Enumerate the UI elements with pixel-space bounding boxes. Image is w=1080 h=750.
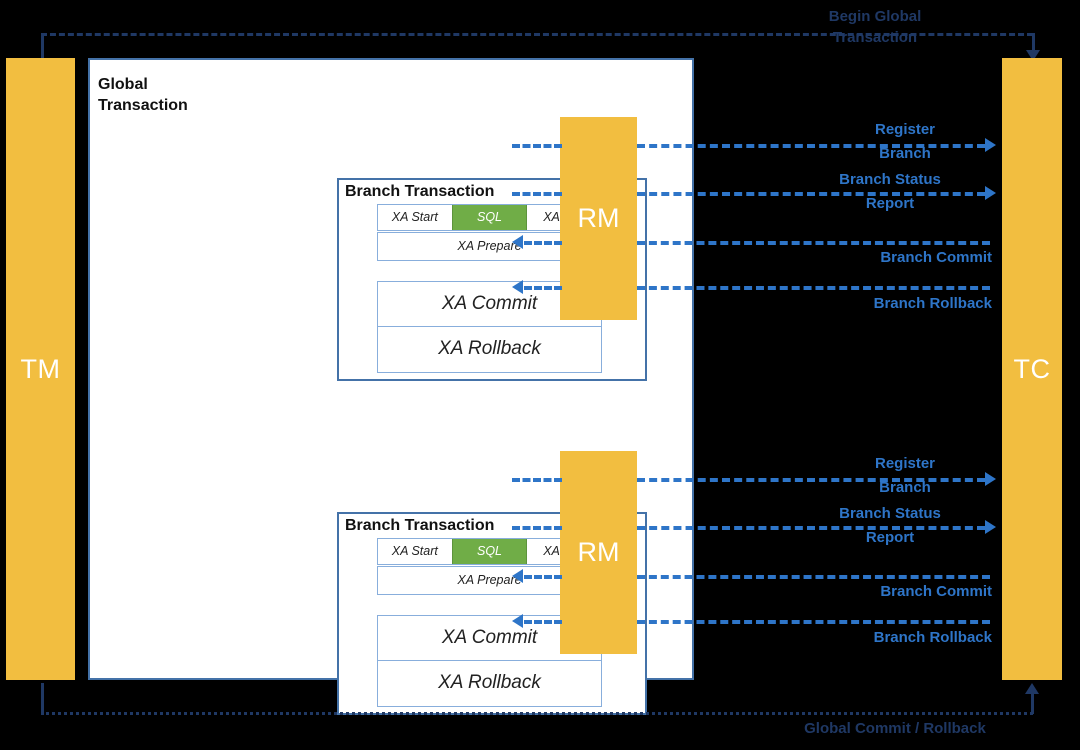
begin-global-transaction-line bbox=[41, 33, 1033, 36]
branch-2-status-arrow-icon bbox=[985, 520, 996, 534]
begin-line-stub-left bbox=[41, 33, 44, 61]
branch-1-rollback-arrow-icon bbox=[512, 280, 523, 294]
branch-2-rollback-line-left bbox=[524, 620, 562, 624]
branch-transaction-1-title: Branch Transaction bbox=[345, 183, 495, 200]
branch-1-commit-line-left bbox=[524, 241, 562, 245]
actor-rm-2[interactable]: RM bbox=[560, 451, 637, 654]
branch-1-rollback-line-left bbox=[524, 286, 562, 290]
branch-1-rollback-line-right bbox=[637, 286, 990, 290]
branch-2-commit-line-left bbox=[524, 575, 562, 579]
branch-2-rollback-arrow-icon bbox=[512, 614, 523, 628]
branch-2-commit-arrow-icon bbox=[512, 569, 523, 583]
begin-line-arrow-icon bbox=[1026, 50, 1040, 61]
branch-1-commit-arrow-icon bbox=[512, 235, 523, 249]
branch-2-register-line-right bbox=[637, 478, 985, 482]
branch-2-xa-rollback: XA Rollback bbox=[377, 660, 602, 707]
branch-2-xa-start: XA Start bbox=[378, 539, 452, 564]
actor-rm-1[interactable]: RM bbox=[560, 117, 637, 320]
actor-tc[interactable]: TC bbox=[1002, 58, 1062, 680]
branch-1-rollback-label: Branch Rollback bbox=[873, 295, 992, 312]
branch-2-status-label: Branch Status Report bbox=[839, 505, 941, 546]
branch-2-commit-label: Branch Commit bbox=[880, 583, 992, 600]
branch-2-register-line-left bbox=[512, 478, 562, 482]
actor-tm[interactable]: TM bbox=[6, 58, 75, 680]
branch-1-register-line-left bbox=[512, 144, 562, 148]
branch-1-xa-rollback: XA Rollback bbox=[377, 326, 602, 373]
branch-1-xa-start: XA Start bbox=[378, 205, 452, 230]
branch-2-rollback-label: Branch Rollback bbox=[873, 629, 992, 646]
branch-2-rollback-line-right bbox=[637, 620, 990, 624]
branch-transaction-2-title: Branch Transaction bbox=[345, 517, 495, 534]
branch-1-register-line-right bbox=[637, 144, 985, 148]
branch-1-status-label: Branch Status Report bbox=[839, 171, 941, 212]
branch-1-sql: SQL bbox=[451, 205, 528, 230]
branch-2-register-arrow-icon bbox=[985, 472, 996, 486]
branch-1-status-line-right bbox=[637, 192, 985, 196]
begin-line-stub-right bbox=[1032, 33, 1035, 53]
actor-rm-2-label: RM bbox=[577, 537, 620, 567]
branch-2-sql: SQL bbox=[451, 539, 528, 564]
branch-2-register-label: Register Branch bbox=[874, 455, 936, 496]
branch-1-status-arrow-icon bbox=[985, 186, 996, 200]
branch-1-status-line-left bbox=[512, 192, 562, 196]
actor-tc-label: TC bbox=[1013, 353, 1051, 384]
end-line-stub-left bbox=[41, 683, 44, 713]
branch-1-commit-label: Branch Commit bbox=[880, 249, 992, 266]
global-commit-rollback-label: Global Commit / Rollback bbox=[804, 720, 986, 737]
global-transaction-label: Global Transaction bbox=[98, 76, 188, 114]
global-commit-rollback-line bbox=[41, 712, 1033, 715]
actor-tm-label: TM bbox=[20, 353, 61, 384]
branch-2-commit-line-right bbox=[637, 575, 990, 579]
begin-global-transaction-label: Begin Global Transaction bbox=[828, 8, 922, 46]
branch-1-register-label: Register Branch bbox=[874, 121, 936, 162]
branch-1-register-arrow-icon bbox=[985, 138, 996, 152]
branch-1-commit-line-right bbox=[637, 241, 990, 245]
end-line-stub-right bbox=[1031, 694, 1034, 714]
end-line-arrow-icon bbox=[1025, 683, 1039, 694]
actor-rm-1-label: RM bbox=[577, 203, 620, 233]
branch-2-status-line-left bbox=[512, 526, 562, 530]
branch-2-status-line-right bbox=[637, 526, 985, 530]
